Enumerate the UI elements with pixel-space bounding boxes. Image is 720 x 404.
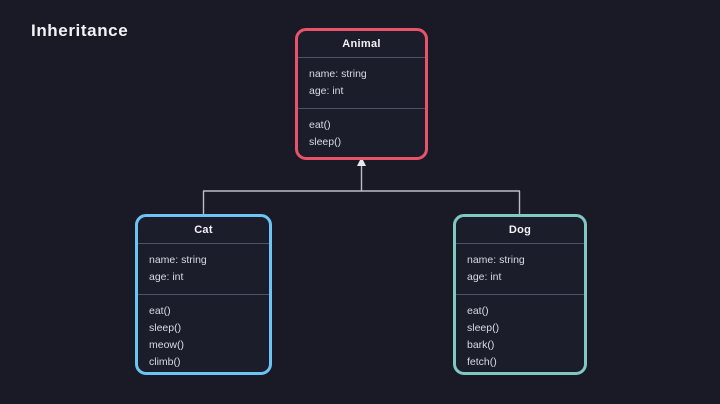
method-item: eat() [467, 305, 489, 317]
attributes-section-animal: name: string age: int [298, 58, 425, 108]
class-name-dog: Dog [508, 224, 532, 236]
uml-class-cat[interactable]: Cat name: string age: int eat() sleep() … [135, 214, 272, 375]
method-item: sleep() [149, 322, 182, 334]
attributes-section-dog: name: string age: int [456, 244, 584, 294]
class-divider [298, 57, 425, 58]
method-item: sleep() [467, 322, 500, 334]
methods-section-dog: eat() sleep() bark() fetch() [456, 295, 584, 372]
attribute-item: name: string [467, 254, 525, 266]
class-divider [298, 108, 425, 109]
method-item: fetch() [467, 356, 497, 368]
class-name-cat: Cat [194, 224, 213, 236]
class-name-animal: Animal [342, 38, 381, 50]
attributes-section-cat: name: string age: int [138, 244, 269, 294]
method-item: eat() [309, 119, 331, 131]
attribute-item: age: int [149, 271, 184, 283]
page-title: Inheritance [31, 21, 129, 40]
method-item: bark() [467, 339, 495, 351]
class-divider [138, 294, 269, 295]
method-item: climb() [149, 356, 181, 368]
attribute-item: name: string [149, 254, 207, 266]
methods-section-animal: eat() sleep() [298, 109, 425, 157]
method-item: sleep() [309, 136, 342, 148]
class-divider [138, 243, 269, 244]
uml-class-dog[interactable]: Dog name: string age: int eat() sleep() … [453, 214, 587, 375]
attribute-item: age: int [467, 271, 502, 283]
attribute-item: age: int [309, 85, 344, 97]
uml-class-animal[interactable]: Animal name: string age: int eat() sleep… [295, 28, 428, 160]
method-item: eat() [149, 305, 171, 317]
class-divider [456, 243, 584, 244]
class-divider [456, 294, 584, 295]
method-item: meow() [149, 339, 185, 351]
attribute-item: name: string [309, 68, 367, 80]
methods-section-cat: eat() sleep() meow() climb() [138, 295, 269, 372]
